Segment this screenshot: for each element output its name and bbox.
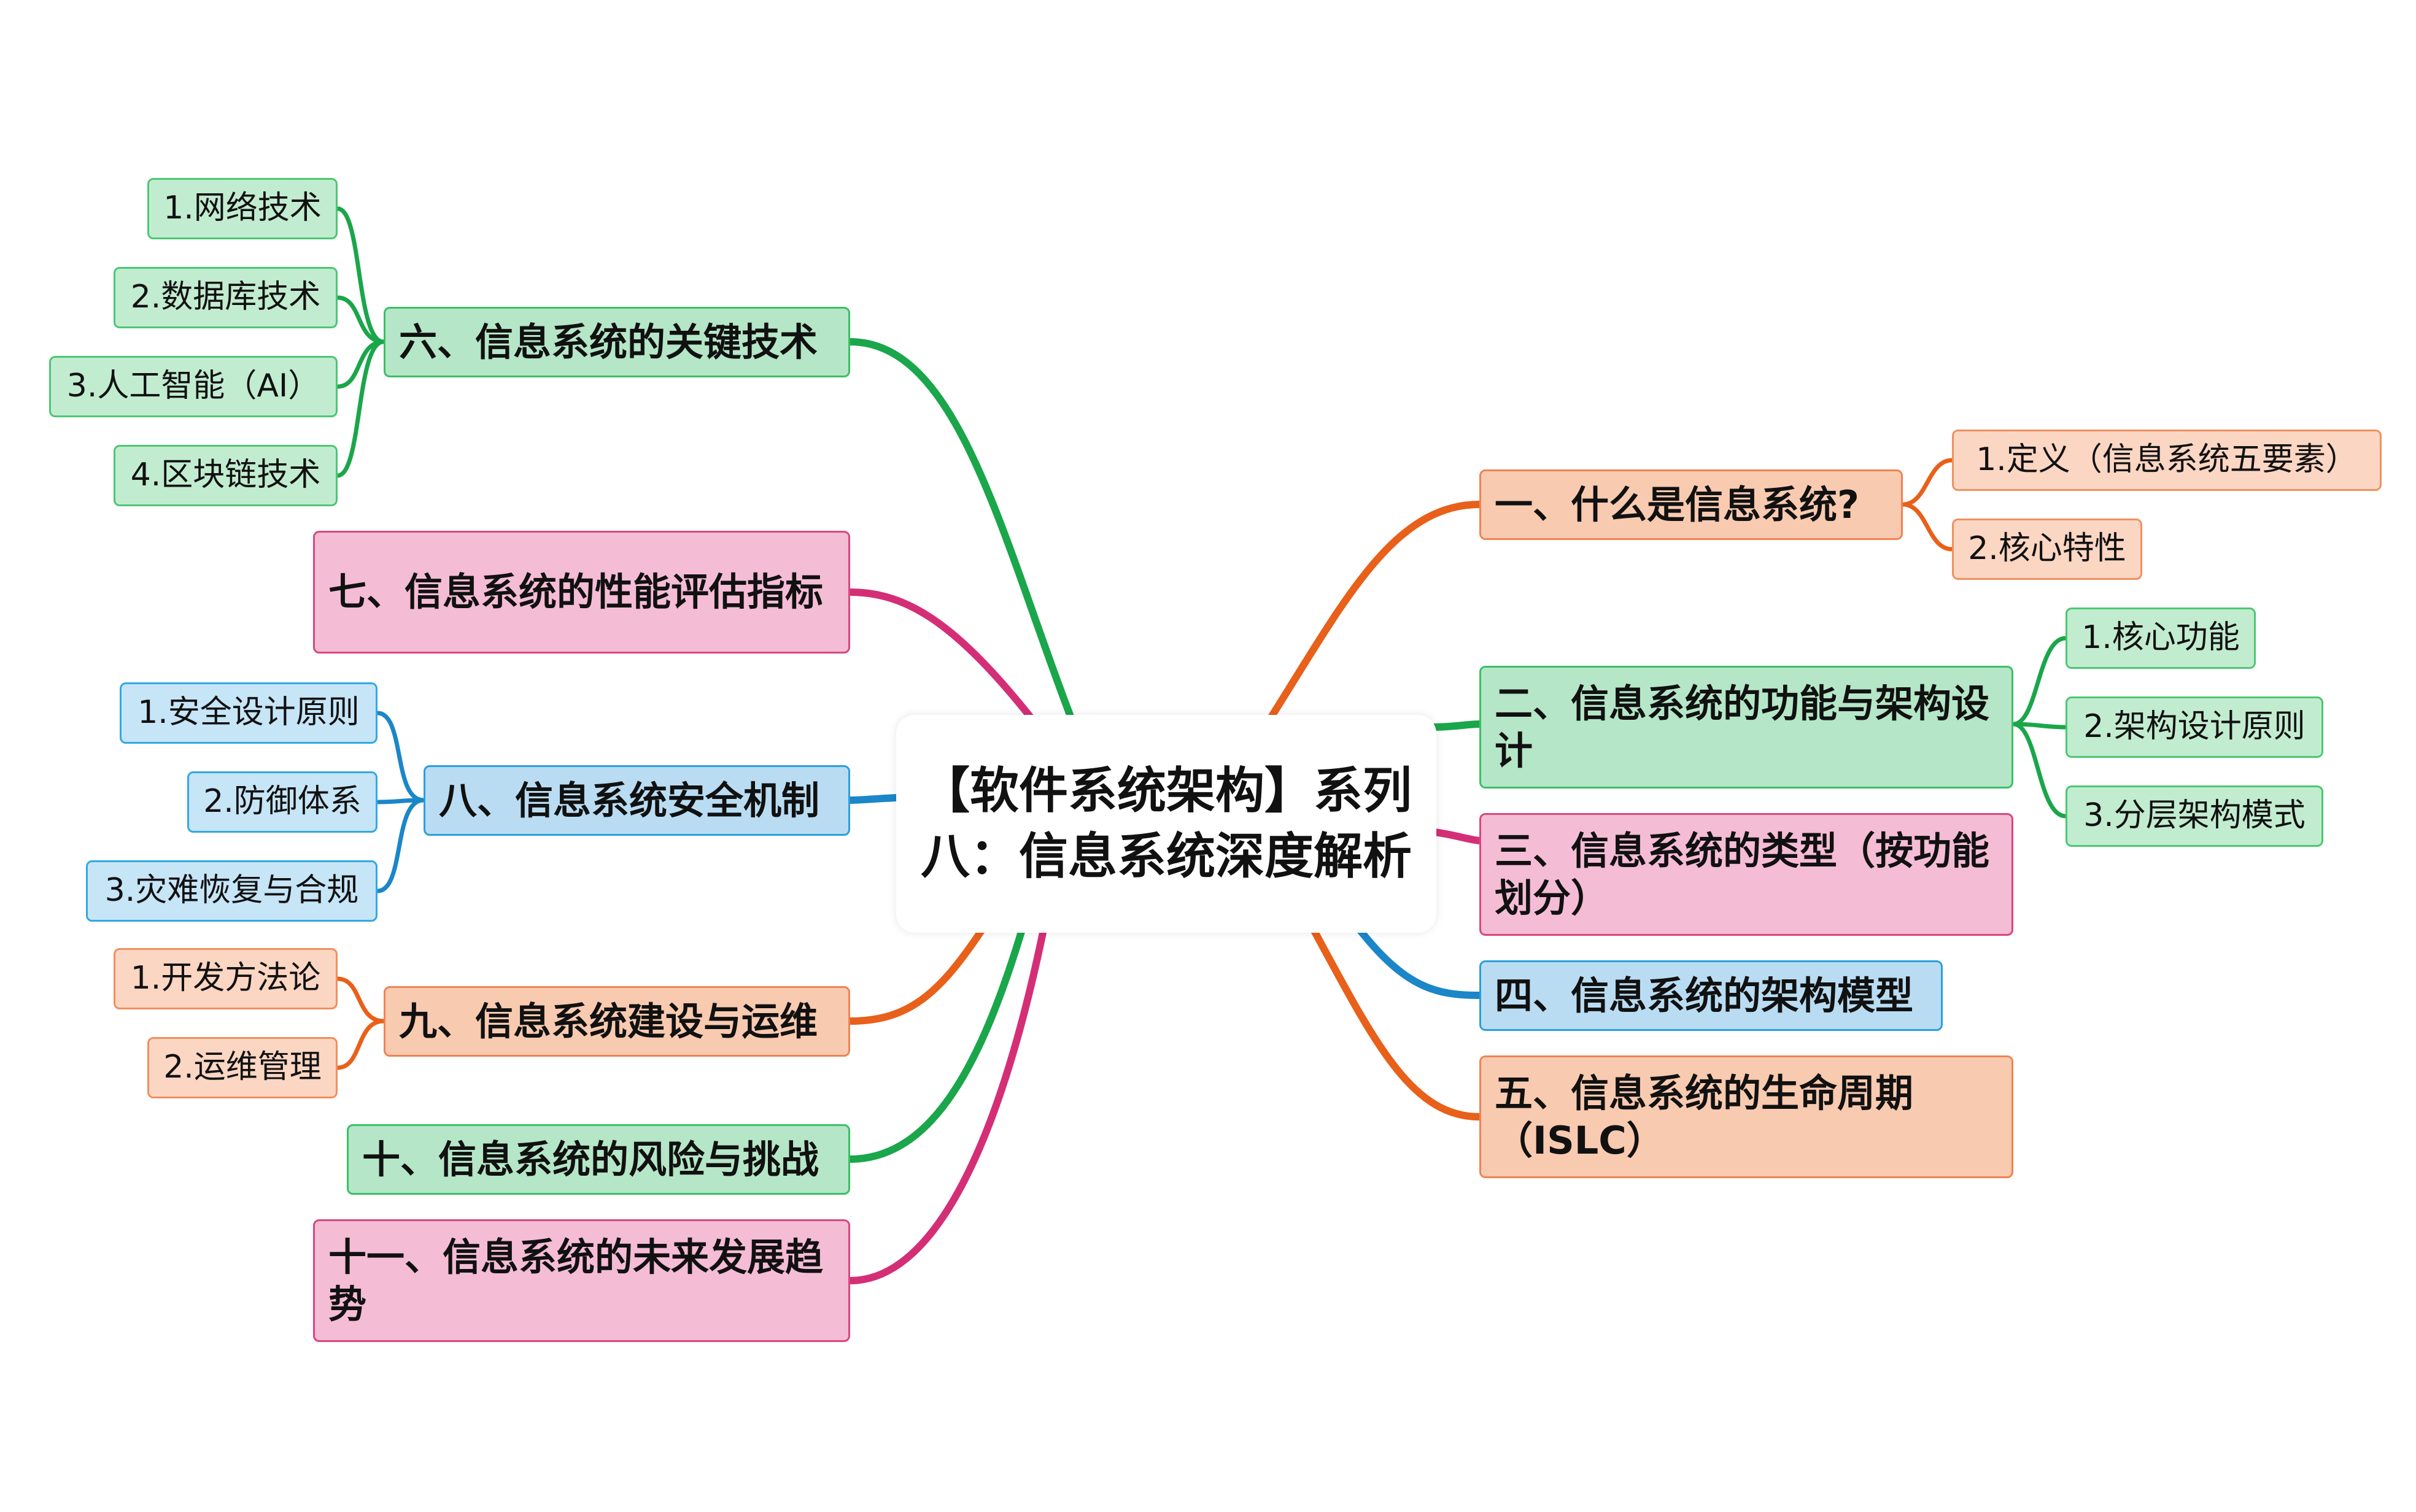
connector-root-branch-9 <box>846 926 986 1025</box>
connector-branch-subtopic-3 <box>2011 636 2068 727</box>
subtopic-architecture-principles[interactable]: 2.架构设计原则 <box>2066 696 2323 758</box>
connector-root-branch-1 <box>1267 501 1483 722</box>
connector-branch-subtopic-7 <box>335 295 386 344</box>
connector-branch-subtopic-2 <box>1900 502 1954 552</box>
topic-construction-and-operations[interactable]: 九、信息系统建设与运维 <box>384 986 850 1057</box>
connector-root-branch-2 <box>1427 720 1483 731</box>
connector-root-branch-3 <box>1427 828 1483 844</box>
connector-branch-subtopic-13 <box>335 976 386 1024</box>
root-topic[interactable]: 【软件系统架构】系列八：信息系统深度解析 <box>896 715 1436 933</box>
subtopic-network-technology[interactable]: 1.网络技术 <box>147 178 338 239</box>
connector-branch-subtopic-5 <box>2011 722 2068 819</box>
connector-branch-subtopic-10 <box>375 711 426 803</box>
topic-what-is-information-system[interactable]: 一、什么是信息系统? <box>1479 469 1903 540</box>
subtopic-development-methodology[interactable]: 1.开发方法论 <box>114 948 338 1009</box>
connector-root-branch-4 <box>1356 926 1483 999</box>
subtopic-security-design-principles[interactable]: 1.安全设计原则 <box>120 682 377 744</box>
subtopic-core-characteristics[interactable]: 2.核心特性 <box>1952 519 2142 580</box>
connector-root-branch-7 <box>846 588 1035 722</box>
subtopic-artificial-intelligence[interactable]: 3.人工智能（AI） <box>49 356 338 417</box>
subtopic-disaster-recovery-compliance[interactable]: 3.灾难恢复与合规 <box>86 860 377 922</box>
topic-function-and-architecture[interactable]: 二、信息系统的功能与架构设计 <box>1479 666 2013 789</box>
topic-architecture-models[interactable]: 四、信息系统的架构模型 <box>1479 960 1943 1031</box>
connector-root-branch-8 <box>846 794 900 804</box>
topic-system-types[interactable]: 三、信息系统的类型（按功能划分） <box>1479 813 2013 936</box>
subtopic-layered-architecture[interactable]: 3.分层架构模式 <box>2066 785 2323 847</box>
topic-risks-and-challenges[interactable]: 十、信息系统的风险与挑战 <box>347 1124 850 1195</box>
topic-key-technologies[interactable]: 六、信息系统的关键技术 <box>384 307 850 377</box>
topic-lifecycle-islc[interactable]: 五、信息系统的生命周期（ISLC） <box>1479 1055 2013 1178</box>
topic-security-mechanisms[interactable]: 八、信息系统安全机制 <box>424 765 850 836</box>
connector-root-branch-6 <box>846 338 1075 722</box>
connector-branch-subtopic-14 <box>335 1019 386 1070</box>
connector-root-branch-5 <box>1310 926 1483 1120</box>
subtopic-database-technology[interactable]: 2.数据库技术 <box>114 267 338 328</box>
connector-root-branch-11 <box>846 926 1047 1284</box>
connector-branch-subtopic-12 <box>375 798 426 893</box>
topic-performance-metrics[interactable]: 七、信息系统的性能评估指标 <box>313 531 850 654</box>
connector-branch-subtopic-9 <box>335 339 386 478</box>
subtopic-defense-system[interactable]: 2.防御体系 <box>187 771 377 833</box>
topic-future-trends[interactable]: 十一、信息系统的未来发展趋势 <box>313 1219 850 1342</box>
subtopic-blockchain-technology[interactable]: 4.区块链技术 <box>114 445 338 506</box>
subtopic-operations-management[interactable]: 2.运维管理 <box>147 1037 338 1098</box>
subtopic-definition[interactable]: 1.定义（信息系统五要素） <box>1952 430 2382 491</box>
subtopic-core-functions[interactable]: 1.核心功能 <box>2066 608 2256 669</box>
connector-branch-subtopic-1 <box>1900 458 1954 507</box>
connector-branch-subtopic-8 <box>335 339 386 389</box>
connector-branch-subtopic-6 <box>335 206 386 344</box>
connector-root-branch-10 <box>846 926 1026 1163</box>
